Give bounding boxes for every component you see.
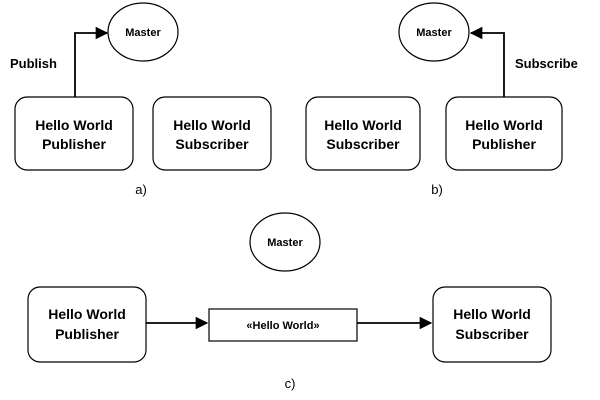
panel-b-subscribe-label: Subscribe (515, 56, 578, 71)
panel-b-subscriber-node (305, 96, 421, 171)
panel-c-subscriber-node (432, 286, 552, 363)
panel-b-caption: b) (431, 182, 443, 197)
panel-a-publish-label: Publish (10, 56, 57, 71)
panel-c-publisher-node (27, 286, 147, 363)
panel-c-caption: c) (285, 376, 296, 391)
panel-c-subscriber-line1: Hello World (453, 306, 531, 322)
panel-a-subscriber-line2: Subscriber (175, 136, 249, 152)
panel-c-publisher-line2: Publisher (55, 326, 119, 342)
panel-b-master-node (398, 2, 470, 62)
panel-a-publisher-line1: Hello World (35, 117, 113, 133)
panel-c-publisher-line1: Hello World (48, 306, 126, 322)
panel-c-subscriber-line2: Subscriber (455, 326, 529, 342)
panel-c-message-box (208, 308, 358, 342)
panel-b: Master Subscribe Hello World Subscriber … (305, 2, 578, 197)
panel-b-subscriber-line2: Subscriber (326, 136, 400, 152)
panel-a-publisher-node (14, 96, 134, 171)
panel-a-caption: a) (135, 182, 147, 197)
panel-a-master-label: Master (125, 27, 161, 39)
panel-a-publisher-line2: Publisher (42, 136, 106, 152)
panel-c-master-label: Master (267, 237, 303, 249)
panel-a-subscriber-node (152, 96, 272, 171)
panel-b-subscriber-line1: Hello World (324, 117, 402, 133)
panel-b-publisher-line1: Hello World (465, 117, 543, 133)
panel-a-publish-arrow (74, 26, 109, 97)
panel-a: Master Publish Hello World Publisher Hel… (10, 2, 272, 197)
panel-c-master-node (249, 212, 321, 272)
panel-b-master-label: Master (416, 27, 452, 39)
panel-c: Master Hello World Publisher «Hello Worl… (27, 212, 552, 391)
panel-b-publisher-node (445, 96, 563, 171)
panel-b-subscribe-arrow (469, 26, 505, 97)
panel-b-publisher-line2: Publisher (472, 136, 536, 152)
panel-a-subscriber-line1: Hello World (173, 117, 251, 133)
panel-c-message-label: «Hello World» (246, 320, 319, 332)
